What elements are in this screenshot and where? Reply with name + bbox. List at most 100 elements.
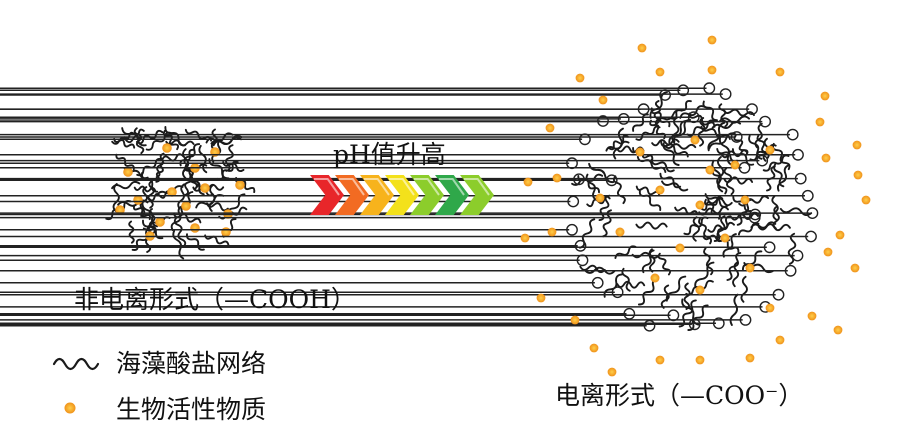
bioactive-dot bbox=[745, 263, 755, 273]
bioactive-dot bbox=[552, 173, 562, 183]
negative-charge-icon bbox=[0, 319, 656, 332]
bioactive-dot bbox=[815, 117, 825, 127]
negative-charge-icon bbox=[0, 241, 776, 254]
arrow-chevron-highlight bbox=[364, 178, 390, 196]
network-strand bbox=[225, 144, 234, 172]
arrow-chevron bbox=[360, 175, 394, 215]
negative-charge-icon bbox=[0, 276, 604, 289]
negative-charge-icon bbox=[0, 88, 732, 101]
negative-charge-icon bbox=[0, 239, 587, 252]
bioactive-dot bbox=[852, 140, 862, 150]
bioactive-dot bbox=[745, 353, 755, 363]
network-strand bbox=[650, 158, 675, 173]
network-strand bbox=[183, 168, 195, 197]
network-strand bbox=[716, 215, 726, 239]
legend-item-bioactive: 生物活性物质 bbox=[52, 390, 266, 426]
bioactive-dot bbox=[705, 165, 715, 175]
arrow-chevron bbox=[310, 175, 344, 215]
arrow-chevron-highlight bbox=[389, 178, 415, 196]
bioactive-dot bbox=[235, 180, 245, 190]
network-strand bbox=[632, 113, 649, 132]
negative-charge-icon bbox=[0, 82, 716, 95]
negative-charge-icon bbox=[0, 131, 743, 143]
ph-increase-arrow bbox=[310, 175, 494, 215]
bioactive-dot bbox=[190, 223, 200, 233]
legend-alginate-text: 海藻酸盐网络 bbox=[116, 349, 267, 378]
negative-charge-icon bbox=[0, 157, 578, 170]
bioactive-dot bbox=[155, 217, 165, 227]
negative-charge-icon bbox=[0, 288, 785, 301]
bioactive-dot bbox=[598, 95, 608, 105]
network-strand bbox=[165, 139, 195, 147]
ph-increase-label: pH值升高 bbox=[333, 140, 446, 169]
network-strand bbox=[762, 154, 790, 172]
negative-charge-icon bbox=[0, 307, 636, 320]
bioactive-dot bbox=[520, 233, 530, 243]
negative-charge-icon bbox=[0, 318, 701, 331]
negative-charge-icon bbox=[0, 309, 680, 322]
bioactive-dot bbox=[650, 273, 660, 283]
network-strand bbox=[716, 156, 725, 188]
network-strand bbox=[649, 91, 668, 119]
bioactive-dot bbox=[536, 293, 546, 303]
network-strand bbox=[653, 100, 661, 125]
network-strand bbox=[740, 275, 748, 303]
negative-charge-icon bbox=[0, 313, 752, 326]
bioactive-dot bbox=[675, 243, 685, 253]
bioactive-dot bbox=[607, 367, 617, 377]
negative-charge-icon bbox=[0, 174, 618, 187]
network-strand bbox=[697, 117, 706, 147]
arrow-chevron bbox=[335, 175, 369, 215]
arrow-chevron bbox=[410, 175, 444, 215]
negative-charge-icon bbox=[0, 161, 751, 174]
bioactive-particles bbox=[520, 35, 871, 377]
arrow-chevron-highlight bbox=[339, 178, 365, 196]
bioactive-dot bbox=[765, 303, 775, 313]
bioactive-dot bbox=[615, 227, 625, 237]
bioactive-dot bbox=[655, 67, 665, 77]
orange-dot-icon bbox=[64, 402, 76, 414]
bioactive-dot bbox=[655, 185, 665, 195]
network-strand bbox=[674, 206, 699, 215]
bioactive-dot bbox=[162, 143, 172, 153]
bioactive-dot bbox=[823, 247, 833, 257]
network-strand bbox=[722, 108, 755, 117]
bioactive-dot bbox=[575, 73, 585, 83]
bioactive-dot bbox=[833, 325, 843, 335]
arrow-chevron bbox=[435, 175, 469, 215]
legend-bioactive-text: 生物活性物质 bbox=[116, 395, 267, 424]
bioactive-dot bbox=[807, 311, 817, 321]
network-strand bbox=[660, 284, 670, 309]
bioactive-dot bbox=[850, 263, 860, 273]
network-strand bbox=[605, 140, 630, 152]
network-strand bbox=[128, 220, 135, 244]
negative-charge-icon bbox=[0, 286, 624, 299]
bioactive-dot bbox=[523, 177, 533, 187]
negative-charge-icon bbox=[0, 148, 804, 161]
bioactive-dot bbox=[547, 227, 557, 237]
negative-charge-icon bbox=[0, 89, 671, 101]
bioactive-dot bbox=[765, 145, 775, 155]
bioactive-dot bbox=[545, 123, 555, 133]
negative-charge-icon bbox=[0, 223, 578, 236]
network-strand bbox=[707, 221, 735, 233]
network-strand bbox=[113, 137, 136, 149]
bioactive-dot bbox=[861, 195, 871, 205]
bioactive-dot bbox=[637, 43, 647, 53]
network-strand bbox=[612, 175, 626, 205]
network-strand bbox=[635, 185, 661, 197]
ionized-form-label: 电离形式（—COO⁻） bbox=[555, 381, 804, 410]
negative-charge-icon bbox=[0, 103, 758, 116]
negative-charge-icon bbox=[0, 111, 700, 124]
bioactive-dot bbox=[221, 227, 231, 237]
network-strand bbox=[635, 221, 668, 230]
network-strand bbox=[700, 196, 724, 211]
network-strand bbox=[730, 212, 759, 221]
negative-charge-icon bbox=[0, 133, 591, 146]
bioactive-dot bbox=[123, 167, 133, 177]
bioactive-dot bbox=[707, 65, 717, 75]
network-strand bbox=[112, 183, 120, 213]
wavy-line-icon bbox=[52, 357, 100, 371]
negative-charge-icon bbox=[0, 115, 771, 128]
